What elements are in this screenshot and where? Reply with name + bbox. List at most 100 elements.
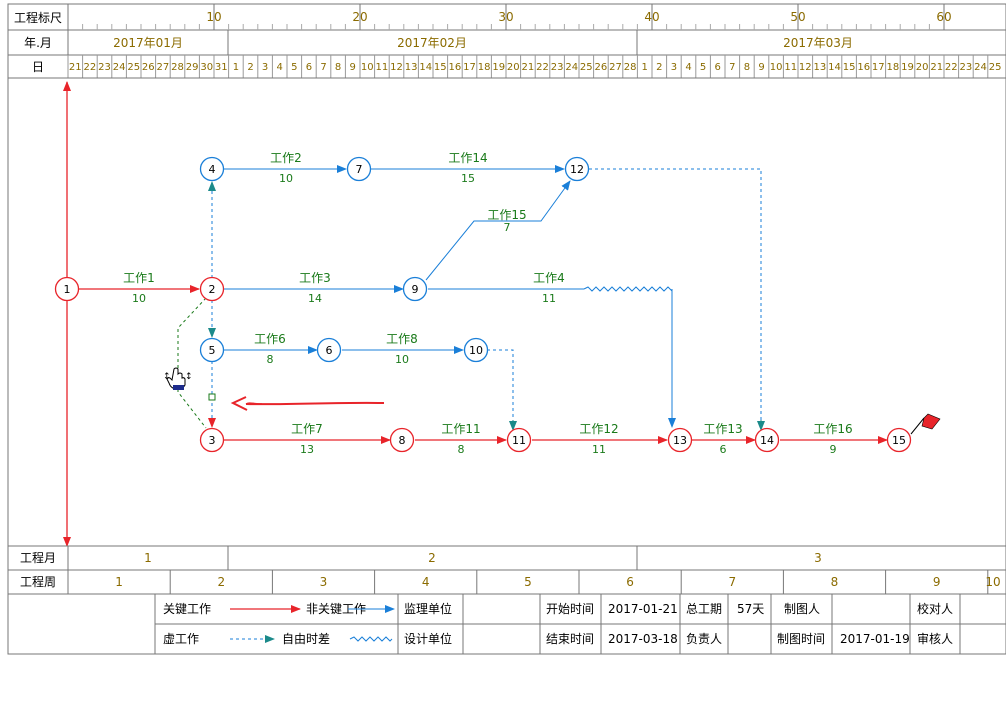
event-node-label: 11 [512, 434, 526, 447]
event-node-label: 15 [892, 434, 906, 447]
checker-label: 校对人 [917, 601, 953, 616]
event-node-4[interactable] [199, 156, 225, 182]
activity-name[interactable]: 工作3 [299, 271, 331, 285]
activity-name[interactable]: 工作12 [579, 422, 618, 436]
event-node-label: 8 [399, 434, 406, 447]
activity-name[interactable]: 工作4 [533, 271, 565, 285]
event-node-13[interactable] [667, 427, 693, 453]
day-cell: 12 [390, 62, 403, 73]
footer-month-2: 2 [428, 551, 436, 565]
day-cell: 18 [478, 62, 491, 73]
legend-critical-label: 关键工作 [163, 602, 211, 616]
start-time-label: 开始时间 [546, 602, 594, 616]
event-node-8[interactable] [389, 427, 415, 453]
day-cell: 1 [642, 62, 648, 73]
activity-name[interactable]: 工作15 [487, 208, 526, 222]
day-cell: 23 [551, 62, 564, 73]
activity-name[interactable]: 工作16 [813, 422, 852, 436]
activity-duration: 8 [458, 443, 465, 456]
free-float-10-11[interactable] [487, 349, 514, 428]
day-cell: 20 [507, 62, 520, 73]
footer-month-3: 3 [814, 551, 822, 565]
svg-text:↕: ↕ [185, 372, 193, 382]
legend-noncritical-label: 非关键工作 [306, 602, 366, 616]
day-cell: 21 [930, 62, 943, 73]
activity-name[interactable]: 工作1 [123, 271, 155, 285]
day-cell: 8 [335, 62, 341, 73]
month-jan: 2017年01月 [113, 36, 183, 50]
day-cell: 24 [565, 62, 578, 73]
event-node-label: 6 [326, 344, 333, 357]
day-cell: 2 [247, 62, 253, 73]
day-cell: 27 [609, 62, 622, 73]
event-node-label: 14 [760, 434, 774, 447]
day-cell: 22 [945, 62, 958, 73]
week-cell: 8 [831, 575, 839, 589]
day-cell: 23 [960, 62, 973, 73]
day-cell: 21 [69, 62, 82, 73]
event-node-label: 9 [412, 283, 419, 296]
activity-duration: 13 [300, 443, 314, 456]
activity-name[interactable]: 工作7 [291, 422, 323, 436]
event-node-14[interactable] [754, 427, 780, 453]
event-node-label: 13 [673, 434, 687, 447]
activity-name[interactable]: 工作6 [254, 332, 286, 346]
activity-name[interactable]: 工作11 [441, 422, 480, 436]
event-node-7[interactable] [346, 156, 372, 182]
event-node-1[interactable] [54, 276, 80, 302]
day-cell: 9 [758, 62, 764, 73]
event-node-label: 7 [356, 163, 363, 176]
timescale-header [7, 3, 1006, 79]
footer-month-1: 1 [144, 551, 152, 565]
activity-name[interactable]: 工作8 [386, 332, 418, 346]
event-node-3[interactable] [199, 427, 225, 453]
scale-tick-50: 50 [790, 10, 805, 24]
day-cell: 18 [887, 62, 900, 73]
day-cell: 17 [463, 62, 476, 73]
event-node-label: 2 [209, 283, 216, 296]
drag-handle[interactable] [208, 393, 216, 401]
end-time-value: 2017-03-18 [608, 632, 678, 646]
event-node-11[interactable] [506, 427, 532, 453]
activity-duration: 9 [830, 443, 837, 456]
day-cell: 14 [419, 62, 432, 73]
draft-time-label: 制图时间 [777, 632, 825, 646]
day-cell: 6 [715, 62, 721, 73]
legend-float-wave [349, 636, 393, 642]
duration-label: 总工期 [686, 602, 722, 616]
day-cell: 19 [492, 62, 505, 73]
event-node-15[interactable] [886, 427, 912, 453]
end-time-label: 结束时间 [546, 632, 594, 646]
day-cell: 24 [974, 62, 987, 73]
event-node-5[interactable] [199, 337, 225, 363]
scale-label: 工程标尺 [14, 10, 62, 25]
day-cell: 6 [306, 62, 312, 73]
free-float-12-14[interactable] [589, 168, 762, 428]
event-node-9[interactable] [402, 276, 428, 302]
day-cell: 16 [857, 62, 870, 73]
event-node-10[interactable] [463, 337, 489, 363]
week-cell: 3 [320, 575, 328, 589]
week-cell: 9 [933, 575, 941, 589]
event-node-label: 12 [570, 163, 584, 176]
activity-name[interactable]: 工作2 [270, 151, 302, 165]
day-cell: 13 [405, 62, 418, 73]
legend-dummy-label: 虚工作 [163, 632, 199, 646]
event-node-12[interactable] [564, 156, 590, 182]
activity-duration: 10 [279, 172, 293, 185]
arrow-work15[interactable] [425, 180, 571, 281]
scale-tick-20: 20 [352, 10, 367, 24]
activity-name[interactable]: 工作13 [703, 422, 742, 436]
day-cell: 19 [901, 62, 914, 73]
month-feb: 2017年02月 [397, 36, 467, 50]
event-node-6[interactable] [316, 337, 342, 363]
event-node-label: 1 [64, 283, 71, 296]
activity-name[interactable]: 工作14 [448, 151, 487, 165]
day-cell: 9 [350, 62, 356, 73]
day-cell: 3 [262, 62, 268, 73]
event-node-2[interactable] [199, 276, 225, 302]
